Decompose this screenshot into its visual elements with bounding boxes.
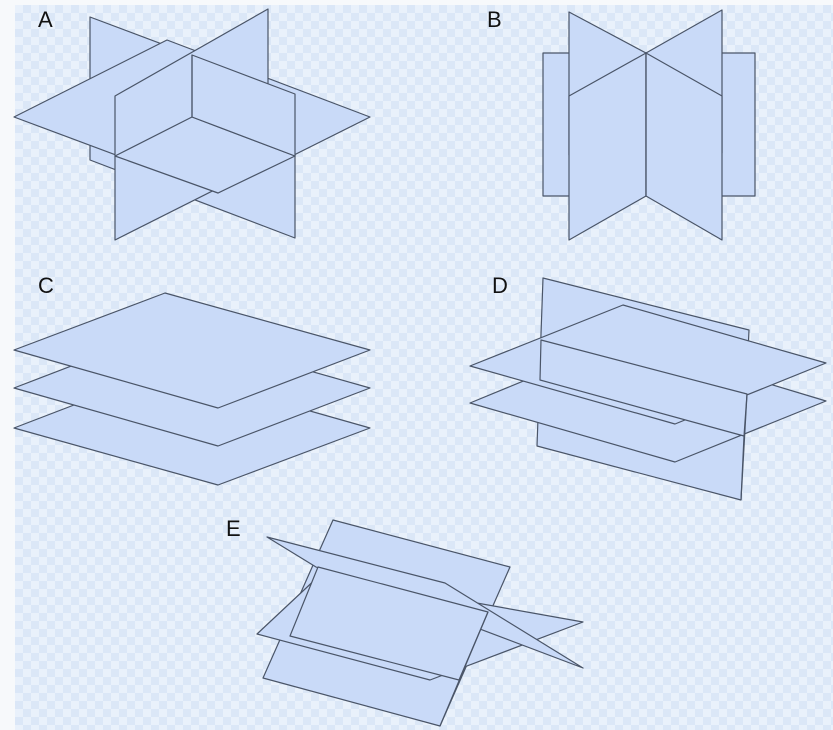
figure-c: C [13, 273, 371, 486]
figure-d-vertical-plane-front-part [539, 339, 748, 437]
figure-c-plane-top [13, 292, 371, 409]
figure-a: A [13, 7, 371, 241]
figure-e: E [226, 516, 584, 727]
figure-e-front-edge [439, 611, 489, 727]
figure-b-label: B [487, 7, 502, 32]
figure-d-vertical-edge [740, 393, 748, 501]
figure-b: B [487, 7, 756, 241]
figure-d: D [469, 273, 827, 501]
figure-e-label: E [226, 516, 241, 541]
figure-d-label: D [492, 273, 508, 298]
figure-c-label: C [38, 273, 54, 298]
figure-a-label: A [38, 7, 53, 32]
